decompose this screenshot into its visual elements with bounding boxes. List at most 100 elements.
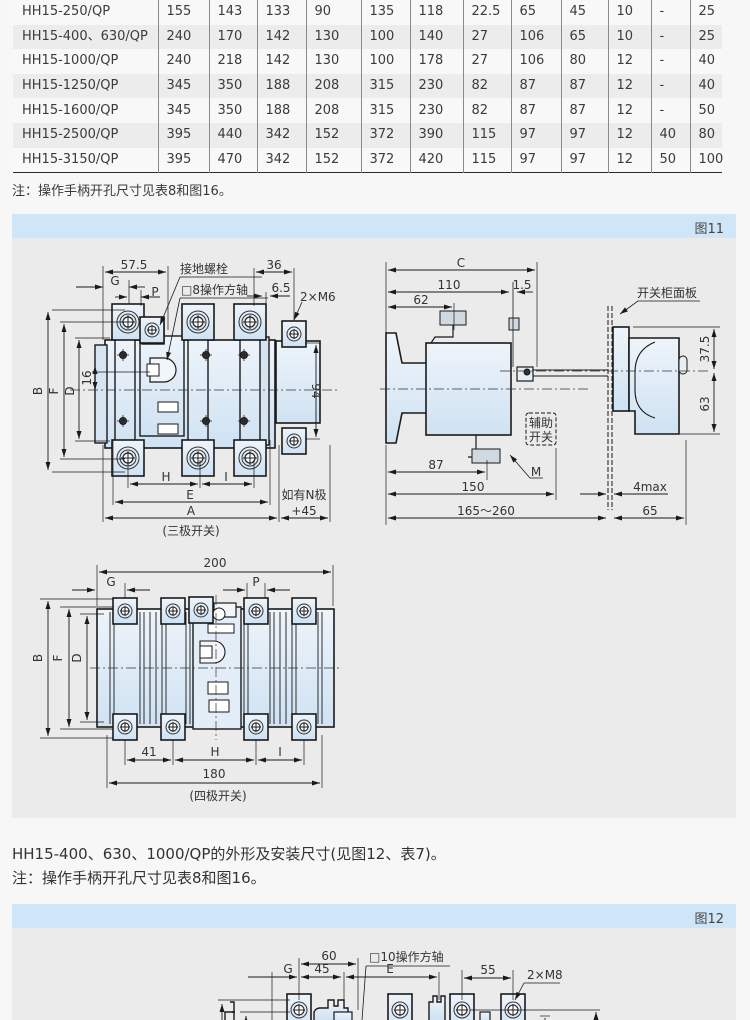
value-cell: 342 <box>256 147 306 173</box>
figure-11-panel: 图11 <box>12 214 736 818</box>
value-cell: 130 <box>305 24 361 50</box>
three-pole-caption: (三极开关) <box>162 524 219 538</box>
figure-12-label: 图12 <box>694 912 724 927</box>
value-cell: 10 <box>607 0 651 25</box>
value-cell: 208 <box>305 98 361 123</box>
value-cell: 240 <box>157 24 209 50</box>
value-cell: 315 <box>360 98 410 123</box>
value-cell: 40 <box>689 73 722 99</box>
dim-d: D <box>63 386 77 395</box>
dim-94: 94 <box>309 383 323 398</box>
dim-i-four-pole: I <box>278 745 282 759</box>
value-cell: 106 <box>510 24 561 50</box>
aux-switch-callout-line1: 辅助 <box>529 416 553 430</box>
m6-callout: 2×M6 <box>300 290 336 304</box>
dim-b: B <box>31 387 45 395</box>
value-cell: - <box>650 49 690 74</box>
dim-62: 62 <box>413 293 428 307</box>
dim-f: F <box>47 387 61 394</box>
value-cell: 470 <box>208 147 257 173</box>
value-cell: 372 <box>360 122 410 148</box>
dim-55: 55 <box>480 963 495 977</box>
dim-h: H <box>161 470 170 484</box>
value-cell: 12 <box>607 73 651 99</box>
value-cell: 188 <box>256 98 306 123</box>
value-cell: 97 <box>560 122 608 148</box>
value-cell: - <box>650 73 690 99</box>
section-description: HH15-400、630、1000/QP的外形及安装尺寸(见图12、表7)。 <box>12 845 446 863</box>
dim-b-four-pole: B <box>31 654 45 662</box>
ground-bolt-callout: 接地螺栓 <box>180 261 228 276</box>
dim-6-5: 6.5 <box>271 281 290 295</box>
value-cell: 82 <box>462 98 511 123</box>
value-cell: 25 <box>689 0 722 25</box>
value-cell: 90 <box>305 0 361 25</box>
value-cell: 440 <box>208 122 257 148</box>
value-cell: 97 <box>510 122 561 148</box>
dim-16: 16 <box>80 370 94 385</box>
value-cell: - <box>650 0 690 25</box>
value-cell: - <box>650 98 690 123</box>
value-cell: 97 <box>560 147 608 173</box>
value-cell: 25 <box>689 24 722 50</box>
value-cell: 45 <box>560 0 608 25</box>
value-cell: 130 <box>305 49 361 74</box>
model-cell: HH15-1250/QP <box>13 73 158 99</box>
value-cell: 87 <box>510 73 561 99</box>
value-cell: 143 <box>208 0 257 25</box>
m8-callout: 2×M8 <box>527 968 563 982</box>
value-cell: 420 <box>409 147 463 173</box>
panel-callout: 开关柜面板 <box>637 286 697 300</box>
value-cell: 106 <box>510 49 561 74</box>
value-cell: 12 <box>607 98 651 123</box>
value-cell: 65 <box>560 24 608 50</box>
dim-200: 200 <box>204 556 227 570</box>
value-cell: 345 <box>157 98 209 123</box>
shaft-callout-fig12: □10操作方轴 <box>369 949 444 964</box>
value-cell: 155 <box>157 0 209 25</box>
value-cell: 140 <box>409 24 463 50</box>
figure-12-panel: 图12 <box>12 904 736 1020</box>
value-cell: 100 <box>689 147 723 173</box>
value-cell: 100 <box>360 24 410 50</box>
model-cell: HH15-1000/QP <box>13 49 158 74</box>
dim-4max: 4max <box>633 480 667 494</box>
value-cell: 40 <box>650 122 690 148</box>
dim-41: 41 <box>141 745 156 759</box>
value-cell: 390 <box>409 122 463 148</box>
model-cell: HH15-3150/QP <box>13 147 158 173</box>
value-cell: 12 <box>607 122 651 148</box>
value-cell: 178 <box>409 49 463 74</box>
dim-165-260: 165～260 <box>457 504 515 518</box>
value-cell: 115 <box>462 122 511 148</box>
dim-180: 180 <box>203 767 226 781</box>
figure-11-label: 图11 <box>694 222 724 237</box>
value-cell: 27 <box>462 49 511 74</box>
four-pole-front-view <box>40 565 340 788</box>
section-note: 注：操作手柄开孔尺寸见表8和图16。 <box>12 869 266 887</box>
dim-f-four-pole: F <box>51 654 65 661</box>
shaft-callout: □8操作方轴 <box>181 282 248 297</box>
dim-a: A <box>187 504 196 518</box>
dim-c: C <box>457 256 465 270</box>
value-cell: 345 <box>157 73 209 99</box>
figure-11-header: 图11 <box>12 214 736 238</box>
value-cell: 100 <box>360 49 410 74</box>
dim-g-four-pole: G <box>106 575 115 589</box>
four-pole-caption: (四极开关) <box>189 789 246 803</box>
value-cell: 80 <box>689 122 722 148</box>
dim-60: 60 <box>321 949 336 963</box>
value-cell: 350 <box>208 73 257 99</box>
value-cell: 170 <box>208 24 257 50</box>
model-cell: HH15-250/QP <box>13 0 158 25</box>
value-cell: 87 <box>510 98 561 123</box>
dim-d-four-pole: D <box>70 653 84 662</box>
value-cell: 342 <box>256 122 306 148</box>
figure-12-header: 图12 <box>12 904 736 928</box>
dim-87: 87 <box>428 458 443 472</box>
value-cell: 188 <box>256 73 306 99</box>
